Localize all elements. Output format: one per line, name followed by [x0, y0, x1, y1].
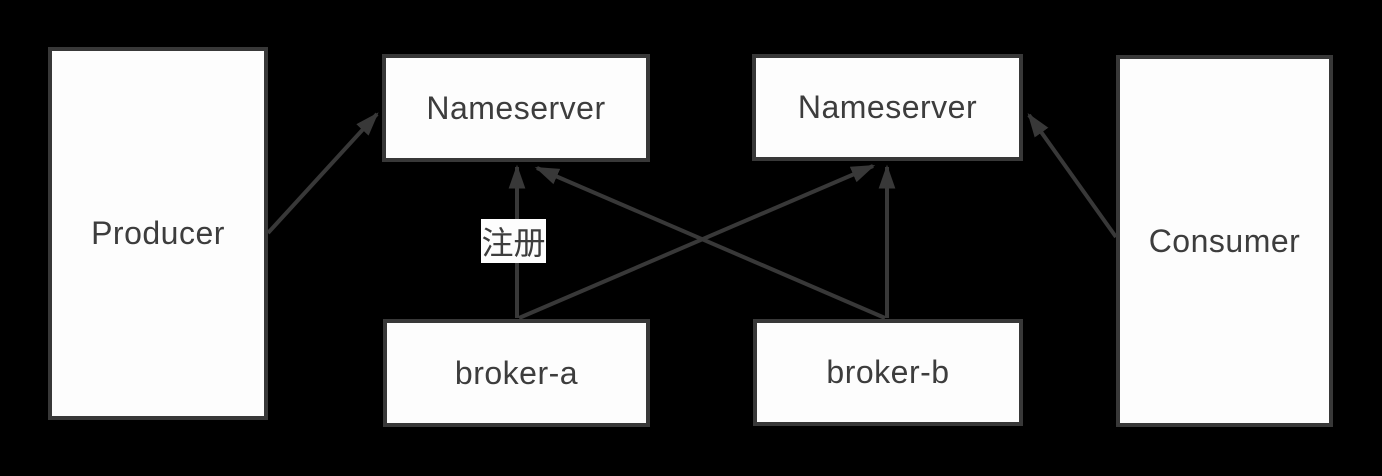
- node-producer: Producer: [48, 47, 268, 420]
- arrow-broker-b-to-nameserver-1: [534, 166, 886, 320]
- arrow-producer-to-nameserver-1: [266, 112, 379, 235]
- node-broker-a-label: broker-a: [454, 354, 579, 391]
- node-nameserver-1-label: Nameserver: [426, 89, 606, 126]
- arrow-consumer-to-nameserver-2: [1027, 113, 1118, 239]
- edge-label-register: 注册: [481, 219, 546, 263]
- node-consumer: Consumer: [1116, 55, 1333, 427]
- node-broker-b: broker-b: [753, 319, 1023, 426]
- node-nameserver-1: Nameserver: [382, 54, 650, 162]
- node-nameserver-2: Nameserver: [752, 54, 1023, 161]
- arrow-broker-a-to-nameserver-2: [518, 164, 876, 320]
- node-consumer-label: Consumer: [1148, 222, 1301, 259]
- node-producer-label: Producer: [91, 215, 225, 251]
- node-nameserver-2-label: Nameserver: [797, 89, 978, 125]
- node-broker-b-label: broker-b: [826, 354, 950, 390]
- node-broker-a: broker-a: [383, 319, 650, 427]
